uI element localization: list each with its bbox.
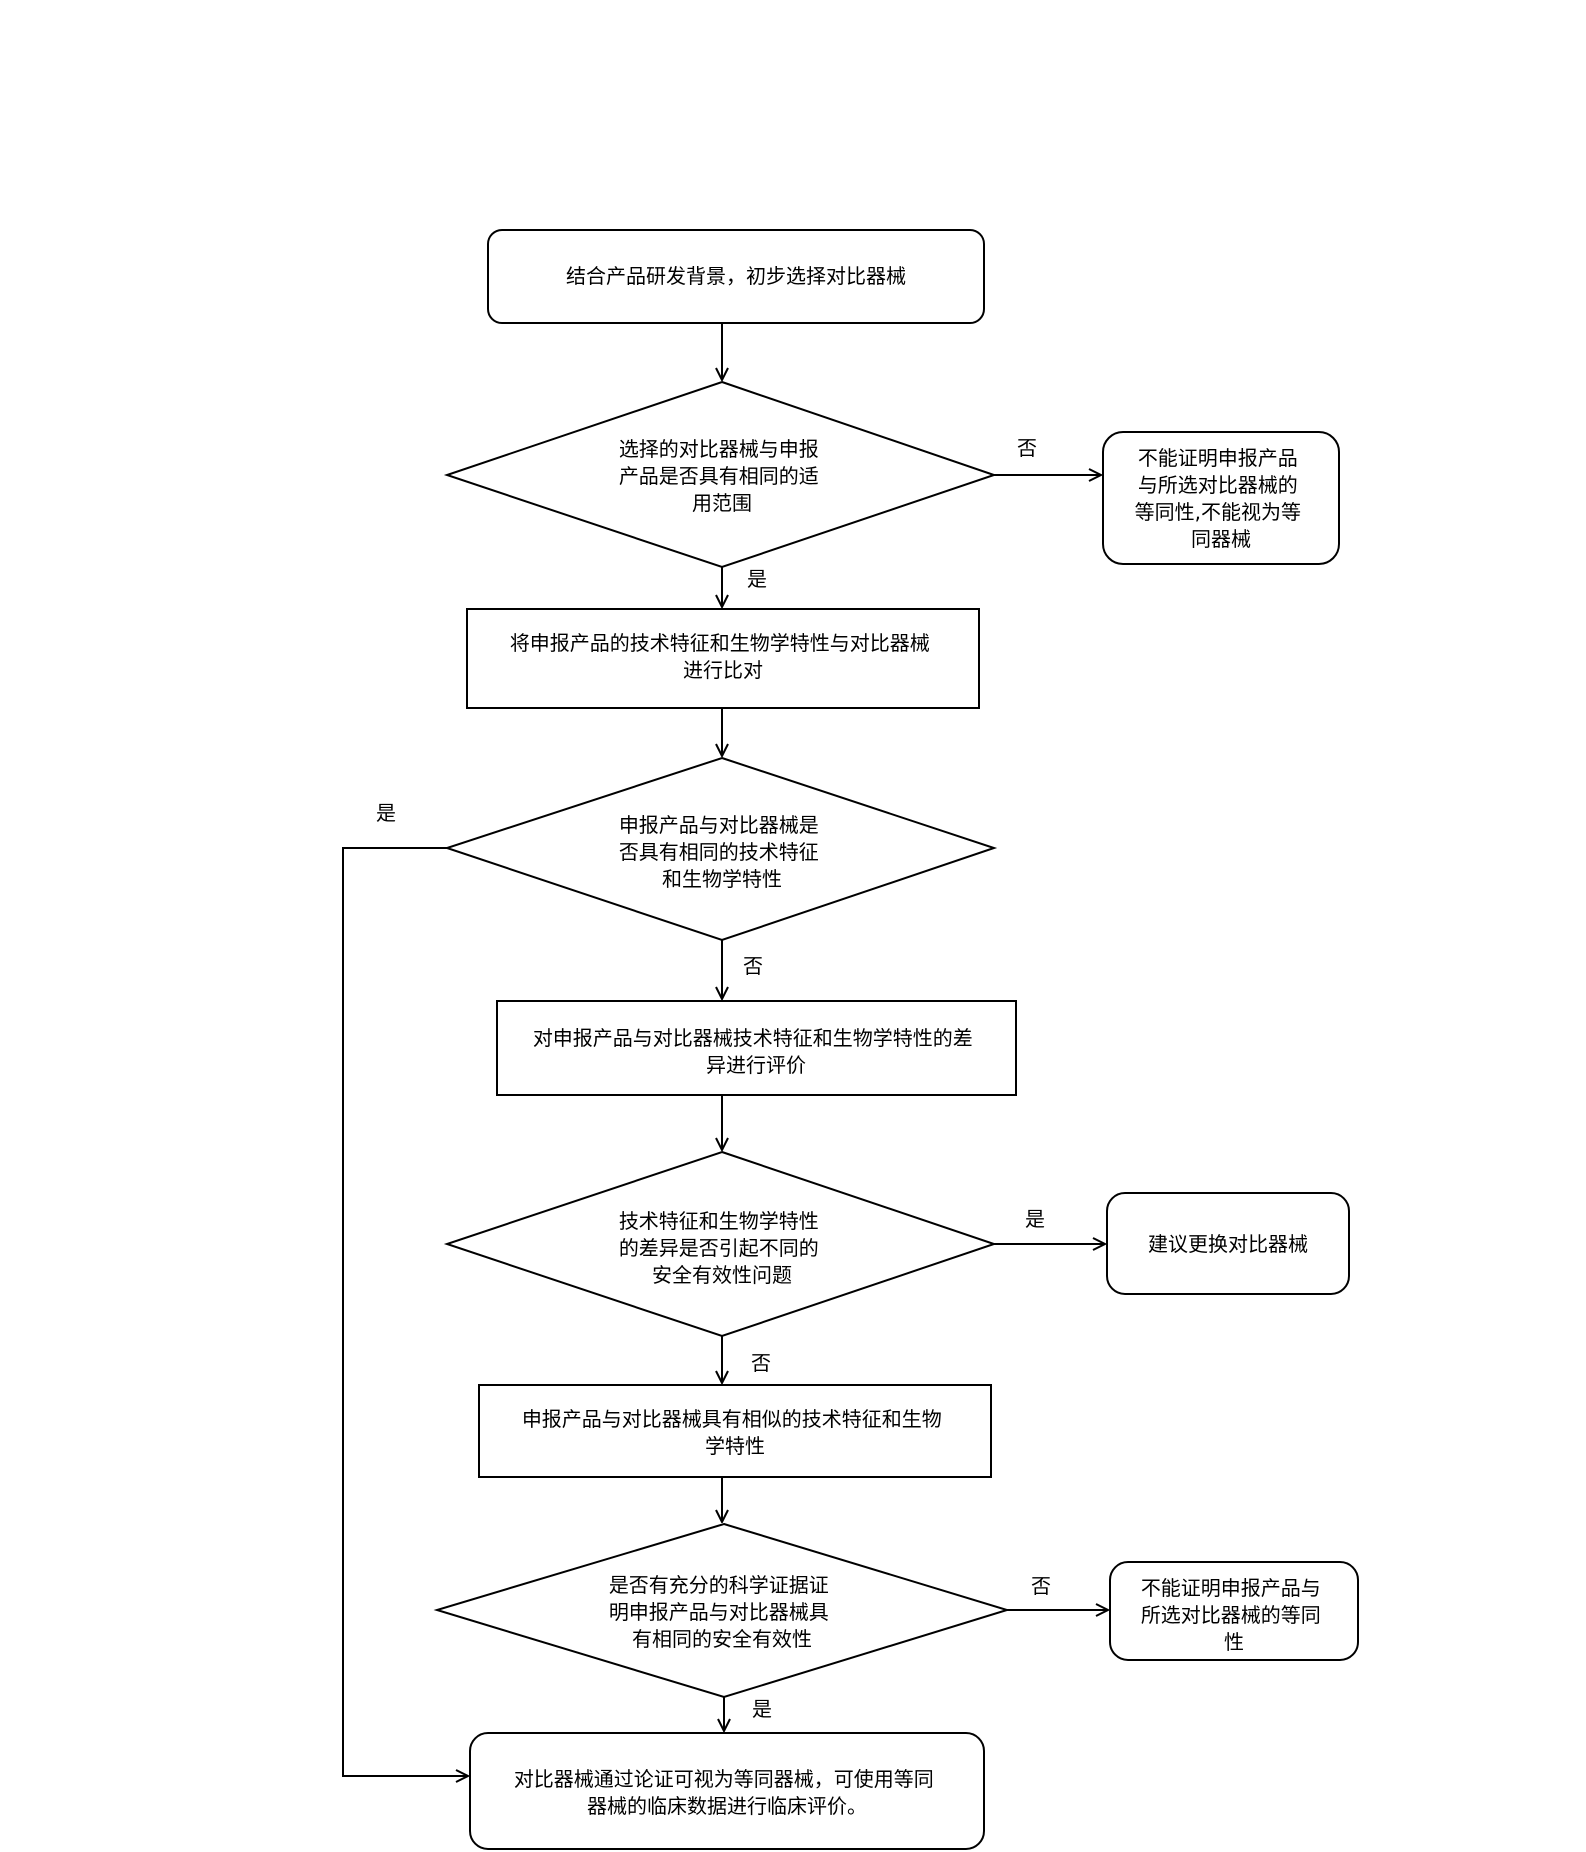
result-box-not-equivalent [1102, 431, 1340, 565]
result-not-proven-label: 不能证明申报产品与 所选对比器械的等同 性 [1141, 1576, 1327, 1654]
similar-features-box [478, 1384, 992, 1478]
branch-label-yes: 是 [747, 567, 767, 591]
decision-scientific-evidence-label: 是否有充分的科学证据证 明申报产品与对比器械具 有相同的安全有效性 [609, 1573, 835, 1651]
evaluate-differences-box [496, 1000, 1017, 1096]
end-label: 对比器械通过论证可视为等同器械，可使用等同 器械的临床数据进行临床评价。 [514, 1767, 940, 1818]
compare-line: 进行比对 [683, 658, 763, 682]
similar-features-line: 申报产品与对比器械具有相似的技术特征和生物 [522, 1407, 942, 1431]
result-not-equivalent-line: 与所选对比器械的 [1138, 473, 1298, 497]
decision-same-features-line: 申报产品与对比器械是 [619, 813, 819, 837]
branch-label-no: 否 [743, 954, 763, 978]
decision-same-features-label: 申报产品与对比器械是 否具有相同的技术特征 和生物学特性 [619, 813, 825, 891]
decision-scientific-evidence-line: 有相同的安全有效性 [632, 1627, 812, 1651]
node-labels: 结合产品研发背景，初步选择对比器械 选择的对比器械与申报 产品是否具有相同的适 … [510, 264, 1327, 1818]
result-not-equivalent-line: 不能证明申报产品 [1138, 446, 1298, 470]
branch-label-no: 否 [1017, 436, 1037, 460]
end-line: 器械的临床数据进行临床评价。 [587, 1794, 867, 1818]
decision-scope-line: 产品是否具有相同的适 [619, 464, 819, 488]
start-label-line: 结合产品研发背景，初步选择对比器械 [566, 264, 906, 288]
similar-features-label: 申报产品与对比器械具有相似的技术特征和生物 学特性 [522, 1407, 948, 1458]
arrow-d2-n5-yes [342, 847, 468, 1776]
branch-label-yes: 是 [752, 1697, 772, 1721]
compare-line: 将申报产品的技术特征和生物学特性与对比器械 [510, 631, 930, 655]
result-not-proven-line: 性 [1224, 1630, 1244, 1654]
decision-safety-issues-line: 技术特征和生物学特性 [619, 1209, 819, 1233]
decision-scientific-evidence-line: 是否有充分的科学证据证 [609, 1573, 829, 1597]
decision-same-features-line: 和生物学特性 [662, 867, 782, 891]
decision-safety-issues-label: 技术特征和生物学特性 的差异是否引起不同的 安全有效性问题 [619, 1209, 825, 1287]
decision-same-features-line: 否具有相同的技术特征 [619, 840, 819, 864]
branch-label-yes: 是 [1025, 1207, 1045, 1231]
end-line: 对比器械通过论证可视为等同器械，可使用等同 [514, 1767, 934, 1791]
evaluate-differences-line: 对申报产品与对比器械技术特征和生物学特性的差 [533, 1026, 973, 1050]
decision-scope-line: 用范围 [692, 491, 752, 515]
connectors [342, 323, 1108, 1776]
result-not-equivalent-line: 等同性,不能视为等 [1135, 500, 1301, 524]
similar-features-line: 学特性 [705, 1434, 765, 1458]
evaluate-differences-line: 异进行评价 [706, 1053, 806, 1077]
result-replace-device-label: 建议更换对比器械 [1148, 1232, 1308, 1256]
branch-label-yes: 是 [376, 801, 396, 825]
branch-labels: 否 是 是 否 是 否 否 是 [376, 436, 1051, 1721]
decision-safety-issues-line: 的差异是否引起不同的 [619, 1236, 819, 1260]
decision-same-features [443, 756, 998, 942]
start-box [487, 229, 985, 324]
result-box-not-proven [1109, 1561, 1359, 1661]
evaluate-differences-label: 对申报产品与对比器械技术特征和生物学特性的差 异进行评价 [533, 1026, 979, 1077]
decision-safety-issues [443, 1150, 998, 1338]
compare-label: 将申报产品的技术特征和生物学特性与对比器械 进行比对 [510, 631, 936, 682]
result-replace-device-line: 建议更换对比器械 [1148, 1232, 1308, 1256]
decision-scope [443, 380, 998, 569]
shapes [433, 229, 1359, 1850]
decision-safety-issues-line: 安全有效性问题 [652, 1263, 792, 1287]
compare-box [466, 608, 980, 709]
decision-scope-line: 选择的对比器械与申报 [619, 437, 819, 461]
result-not-proven-line: 不能证明申报产品与 [1141, 1576, 1321, 1600]
result-not-equivalent-line: 同器械 [1191, 527, 1251, 551]
result-not-proven-line: 所选对比器械的等同 [1141, 1603, 1321, 1627]
end-box [469, 1732, 985, 1850]
decision-scientific-evidence-line: 明申报产品与对比器械具 [609, 1600, 829, 1624]
start-label: 结合产品研发背景，初步选择对比器械 [566, 264, 906, 288]
decision-scientific-evidence [433, 1522, 1011, 1699]
result-box-replace-device [1106, 1192, 1350, 1295]
result-not-equivalent-label: 不能证明申报产品 与所选对比器械的 等同性,不能视为等 同器械 [1135, 446, 1308, 551]
decision-scope-label: 选择的对比器械与申报 产品是否具有相同的适 用范围 [619, 437, 825, 515]
branch-label-no: 否 [751, 1351, 771, 1375]
branch-label-no: 否 [1031, 1574, 1051, 1598]
